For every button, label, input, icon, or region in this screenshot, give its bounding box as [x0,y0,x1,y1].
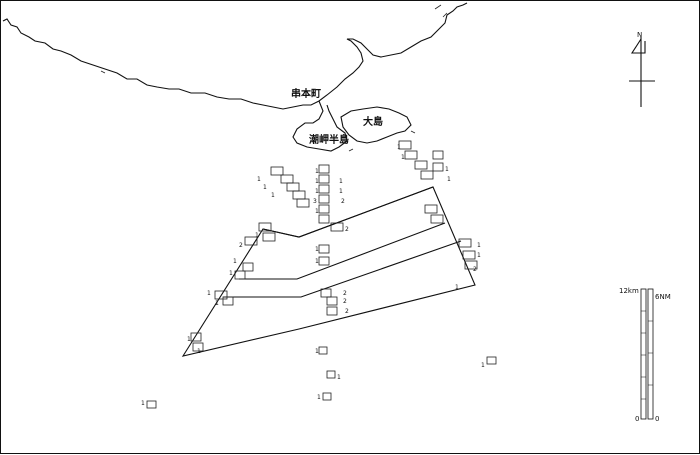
svg-text:1: 1 [263,184,267,191]
svg-text:1: 1 [315,188,319,195]
svg-text:1: 1 [447,176,451,183]
svg-text:1: 1 [317,394,321,401]
svg-text:1: 1 [477,242,481,249]
svg-text:1: 1 [187,336,191,343]
svg-text:2: 2 [343,290,347,297]
svg-text:1: 1 [197,348,201,355]
svg-text:1: 1 [455,284,459,291]
svg-text:1: 1 [397,144,401,151]
svg-text:1: 1 [229,270,233,277]
survey-transect-1 [262,186,434,238]
svg-text:1: 1 [141,400,145,407]
sample-markers [146,140,497,409]
svg-text:1: 1 [233,258,237,265]
survey-transect-2 [239,222,446,280]
svg-text:1: 1 [255,232,259,239]
svg-text:1: 1 [445,166,449,173]
svg-text:2: 2 [239,242,243,249]
place-oshima: 大島 [363,115,383,128]
svg-text:1: 1 [315,208,319,215]
scale-km-label: 12km [619,287,639,295]
coastline-oshima [340,106,412,144]
svg-text:2: 2 [345,226,349,233]
svg-text:1: 1 [215,300,219,307]
place-shionomisaki: 潮岬半島 [309,133,349,146]
svg-text:2: 2 [345,308,349,315]
north-label: N [637,31,642,39]
coastline-small-islands [100,4,448,152]
svg-text:1: 1 [257,176,261,183]
svg-text:1: 1 [401,154,405,161]
svg-text:2: 2 [343,298,347,305]
scale-bar: 12km 6NM 0 0 [619,287,671,423]
svg-text:1: 1 [271,192,275,199]
survey-transect-3 [223,240,462,298]
svg-text:1: 1 [337,374,341,381]
coastline-mainland [2,2,468,110]
svg-text:1: 1 [315,258,319,265]
north-arrow-icon: N [629,31,655,107]
svg-text:1: 1 [207,290,211,297]
svg-text:2: 2 [473,266,477,273]
svg-text:2: 2 [341,198,345,205]
svg-text:1: 1 [339,178,343,185]
svg-text:1: 1 [339,188,343,195]
svg-text:1: 1 [481,362,485,369]
svg-text:1: 1 [315,246,319,253]
svg-text:1: 1 [315,178,319,185]
scale-nm-label: 6NM [655,293,671,301]
svg-text:1: 1 [315,168,319,175]
scale-nm-zero: 0 [655,415,659,423]
scale-km-zero: 0 [635,415,639,423]
svg-text:1: 1 [477,252,481,259]
svg-text:3: 3 [313,198,317,205]
svg-text:1: 1 [315,348,319,355]
coastline-peninsula [292,100,348,152]
place-kushimoto: 串本町 [291,87,321,100]
